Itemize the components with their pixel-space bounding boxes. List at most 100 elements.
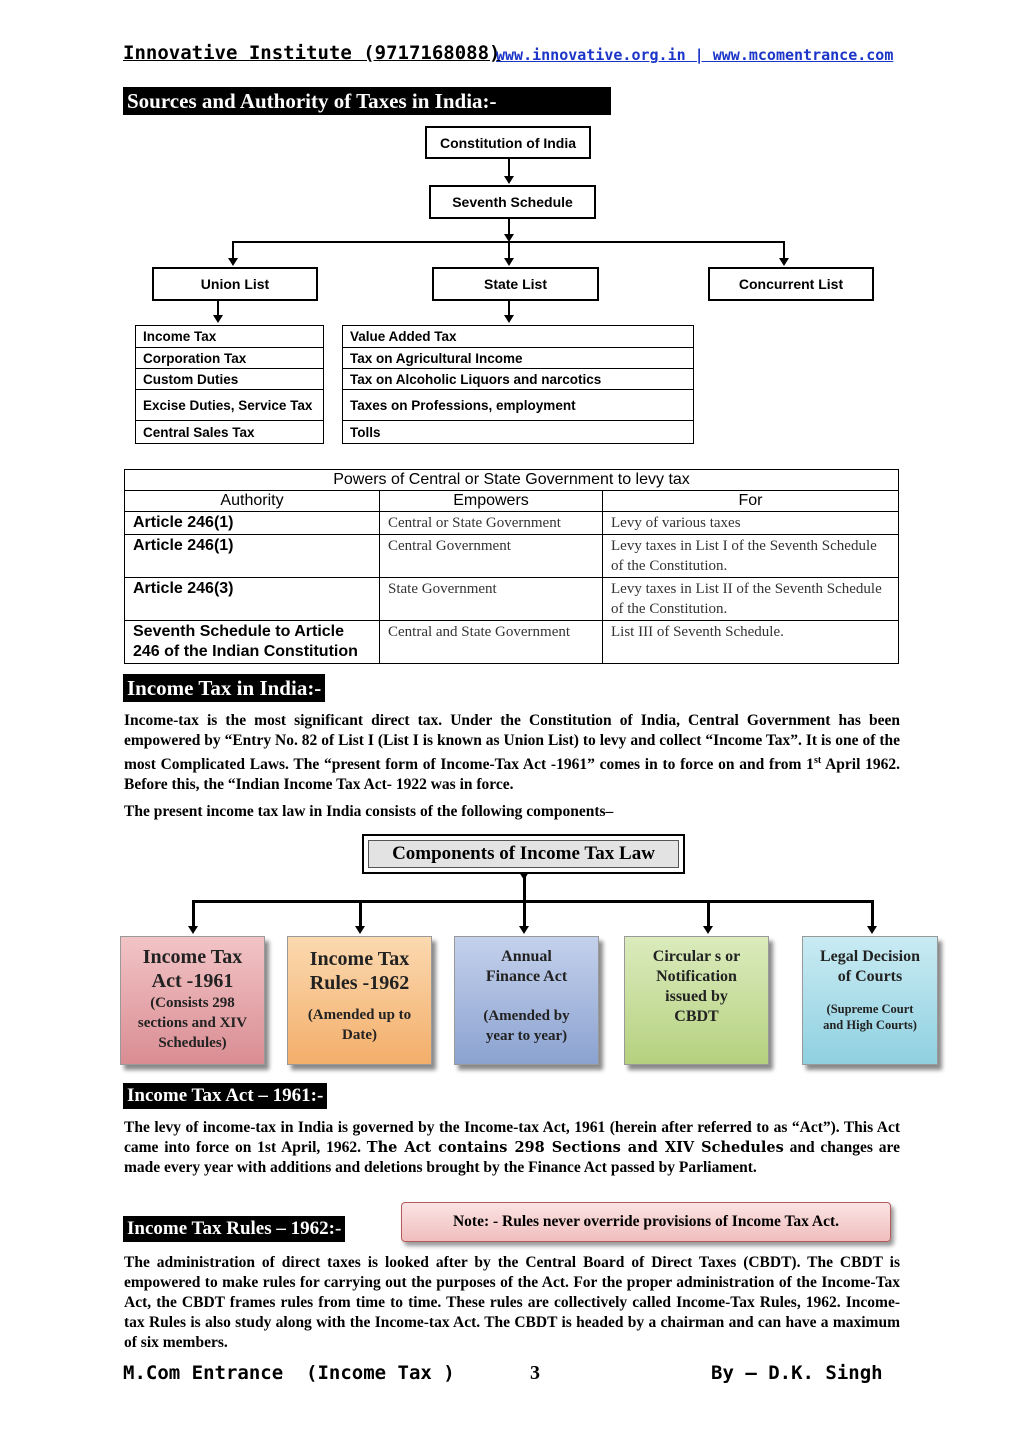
- component-title: Income Tax Act -1961: [142, 946, 243, 992]
- connector: [783, 241, 785, 259]
- union-item: Corporation Tax: [135, 347, 324, 369]
- union-item: Central Sales Tax: [135, 420, 324, 444]
- header-institute: Innovative Institute (9717168088): [123, 42, 501, 64]
- connector: [508, 301, 510, 317]
- arrow-down-icon: [228, 258, 238, 266]
- paragraph-text: Income-tax is the most significant direc…: [124, 712, 900, 774]
- connector: [707, 900, 710, 927]
- paragraph-text: The levy of income-tax in India is gover…: [124, 1119, 900, 1156]
- constitution-box: Constitution of India: [425, 126, 591, 159]
- rules-1962-paragraph: The administration of direct taxes is lo…: [124, 1254, 900, 1351]
- table-row: Seventh Schedule to Article 246 of the I…: [124, 620, 899, 664]
- table-row: Article 246(3) State Government Levy tax…: [124, 577, 899, 621]
- emphasis-text: The Act contains 298 Sections and XIV Sc…: [366, 1139, 784, 1156]
- table-cell: Seventh Schedule to Article 246 of the I…: [124, 620, 380, 664]
- components-intro: The present income tax law in India cons…: [124, 803, 614, 820]
- connector: [508, 241, 510, 259]
- component-subtitle: (Amended up to Date): [307, 1007, 412, 1043]
- arrow-down-icon: [504, 234, 514, 242]
- column-header: Empowers: [379, 490, 603, 512]
- arrow-down-icon: [504, 315, 514, 323]
- component-title: Annual Finance Act: [485, 948, 568, 985]
- arrow-down-icon: [504, 176, 514, 184]
- section-title-sources: Sources and Authority of Taxes in India:…: [123, 87, 611, 115]
- table-cell: Article 246(3): [124, 577, 380, 621]
- component-subtitle: (Supreme Court and High Courts): [823, 1002, 917, 1032]
- footer-right: By – D.K. Singh: [711, 1362, 883, 1384]
- arrow-down-icon: [703, 926, 713, 934]
- connector: [232, 241, 234, 259]
- table-cell: Central Government: [379, 534, 603, 578]
- note-box: Note: - Rules never override provisions …: [401, 1202, 891, 1242]
- state-list-box: State List: [432, 267, 599, 301]
- components-title-inner: Components of Income Tax Law: [368, 840, 679, 868]
- connector: [193, 900, 874, 903]
- table-cell: Central and State Government: [379, 620, 603, 664]
- state-item: Tolls: [342, 420, 694, 444]
- column-header: For: [602, 490, 899, 512]
- income-tax-paragraph: Income-tax is the most significant direc…: [124, 711, 900, 795]
- table-row: Article 246(1) Central or State Governme…: [124, 511, 899, 535]
- table-caption-row: Powers of Central or State Government to…: [124, 469, 899, 491]
- component-circulars: Circular s or Notification issued by CBD…: [624, 936, 769, 1065]
- arrow-down-icon: [213, 315, 223, 323]
- component-title: Income Tax Rules -1962: [309, 948, 410, 994]
- component-income-tax-rules: Income Tax Rules -1962 (Amended up to Da…: [287, 936, 432, 1065]
- section-title-act-1961: Income Tax Act – 1961:-: [123, 1083, 328, 1109]
- state-item: Value Added Tax: [342, 325, 694, 348]
- connector: [192, 900, 195, 927]
- arrow-down-icon: [867, 926, 877, 934]
- table-cell: Levy taxes in List II of the Seventh Sch…: [602, 577, 899, 621]
- article-label: Article 246(1): [133, 537, 234, 554]
- arrow-down-icon: [188, 926, 198, 934]
- concurrent-list-box: Concurrent List: [708, 267, 874, 301]
- table-cell: State Government: [379, 577, 603, 621]
- table-cell: List III of Seventh Schedule.: [602, 620, 899, 664]
- component-title: Circular s or Notification issued by CBD…: [652, 948, 741, 1025]
- component-title: Legal Decision of Courts: [820, 948, 920, 985]
- note-text: Note: - Rules never override provisions …: [452, 1213, 840, 1230]
- connector: [523, 900, 526, 927]
- powers-table: Powers of Central or State Government to…: [124, 469, 899, 664]
- superscript: st: [813, 755, 822, 766]
- page-number: 3: [530, 1362, 540, 1384]
- union-item: Excise Duties, Service Tax: [135, 389, 324, 421]
- connector: [523, 874, 526, 902]
- state-item: Tax on Agricultural Income: [342, 347, 694, 369]
- state-item: Tax on Alcoholic Liquors and narcotics: [342, 368, 694, 390]
- union-list-box: Union List: [152, 267, 318, 301]
- connector: [508, 219, 510, 236]
- article-label: Article 246(3): [133, 580, 234, 597]
- table-cell: Levy of various taxes: [602, 511, 899, 535]
- connector: [871, 900, 874, 927]
- arrow-down-icon: [355, 926, 365, 934]
- connector: [217, 301, 219, 317]
- section-title-income-tax: Income Tax in India:-: [123, 674, 326, 702]
- seventh-schedule-box: Seventh Schedule: [429, 185, 596, 219]
- table-header-row: Authority Empowers For: [124, 490, 899, 512]
- footer-left: M.Com Entrance (Income Tax ): [123, 1362, 455, 1384]
- connector: [508, 159, 510, 177]
- paragraph-text: April 1962. Before this, the “Indian Inc…: [124, 756, 900, 794]
- article-label: Article 246(1): [133, 514, 234, 531]
- act-1961-paragraph: The levy of income-tax in India is gover…: [124, 1118, 900, 1178]
- arrow-down-icon: [519, 926, 529, 934]
- arrow-down-icon: [519, 872, 529, 880]
- table-caption: Powers of Central or State Government to…: [124, 469, 899, 491]
- components-title-box: Components of Income Tax Law: [362, 834, 685, 874]
- connector: [359, 900, 362, 927]
- state-item: Taxes on Professions, employment: [342, 389, 694, 421]
- table-cell: Article 246(1): [124, 511, 380, 535]
- section-title-rules-1962: Income Tax Rules – 1962:-: [123, 1216, 346, 1242]
- component-income-tax-act: Income Tax Act -1961 (Consists 298 secti…: [120, 936, 265, 1065]
- union-items-list: Income Tax Corporation Tax Custom Duties…: [135, 325, 324, 444]
- component-legal-decisions: Legal Decision of Courts (Supreme Court …: [802, 936, 938, 1065]
- component-subtitle: (Amended by year to year): [483, 1008, 570, 1044]
- paragraph-text: and changes are made every year with add…: [124, 1139, 901, 1176]
- component-subtitle: (Consists 298 sections and XIV Schedules…: [137, 995, 248, 1051]
- arrow-down-icon: [779, 258, 789, 266]
- union-item: Custom Duties: [135, 368, 324, 390]
- header-links[interactable]: www.innovative.org.in | www.mcomentrance…: [496, 46, 894, 64]
- state-items-list: Value Added Tax Tax on Agricultural Inco…: [342, 325, 694, 444]
- table-cell: Central or State Government: [379, 511, 603, 535]
